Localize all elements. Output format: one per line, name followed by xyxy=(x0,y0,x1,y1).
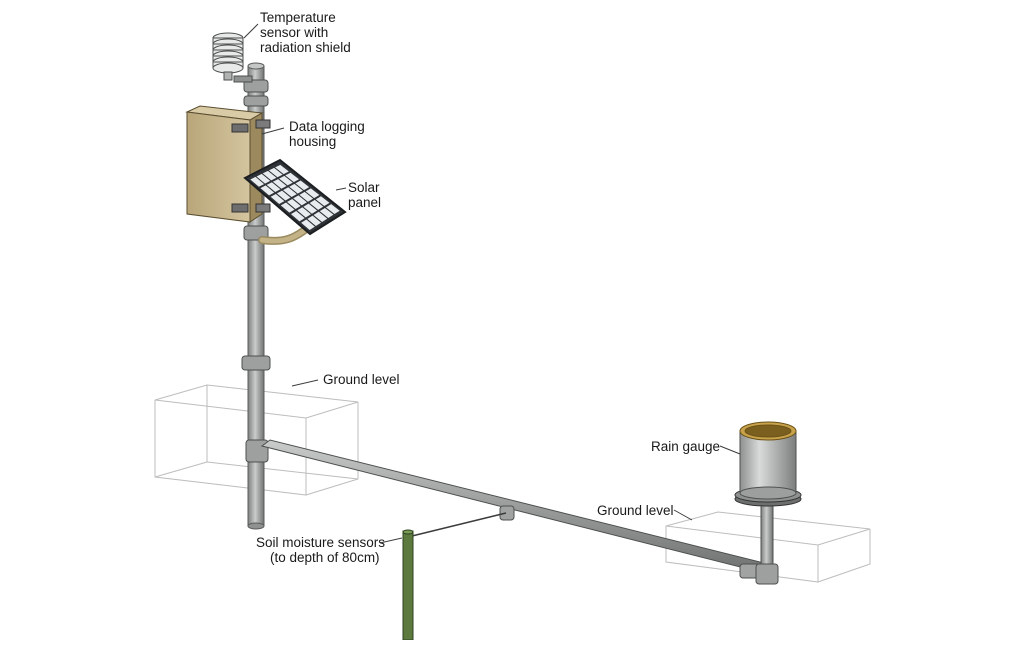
solar-cell xyxy=(279,175,293,186)
temperature-sensor-label-line-3: radiation shield xyxy=(260,40,351,55)
data-logging-housing xyxy=(185,105,271,223)
solar-cell xyxy=(285,172,300,183)
solar-cell xyxy=(283,187,297,198)
solar-cell xyxy=(313,211,328,223)
solar-cell xyxy=(290,210,305,222)
solar-cell xyxy=(325,204,340,215)
solar-panel-label: Solar panel xyxy=(348,180,381,210)
soil-moisture-sensors-label-line-2: (to depth of 80cm) xyxy=(270,550,380,565)
solar-cell xyxy=(272,179,287,189)
solar-cell xyxy=(299,191,314,202)
solar-panel-label-line-1: Solar xyxy=(348,180,380,195)
solar-cell xyxy=(319,207,334,219)
solar-cell xyxy=(276,190,291,201)
solar-cell xyxy=(275,164,289,175)
rain-gauge xyxy=(734,421,802,585)
solar-cell xyxy=(297,207,311,218)
temperature-sensor-label-line-1: Temperature xyxy=(260,10,336,25)
data-logging-housing-label-line-1: Data logging xyxy=(289,119,365,134)
solar-panel xyxy=(243,158,347,245)
solar-cell xyxy=(268,167,283,178)
solar-cell-grid xyxy=(250,164,340,230)
solar-cell xyxy=(293,195,307,206)
data-logging-housing-label-line-2: housing xyxy=(289,134,337,149)
solar-cell xyxy=(262,170,277,181)
solar-cell xyxy=(250,176,265,187)
solar-cell xyxy=(266,182,281,193)
soil-moisture-sensors-label-line-1: Soil moisture sensors xyxy=(256,535,386,550)
solar-cell xyxy=(280,202,295,213)
ground-level-left-label: Ground level xyxy=(323,372,400,387)
solar-cell xyxy=(256,173,271,184)
leader-lines xyxy=(243,23,741,544)
solar-cell xyxy=(305,188,320,199)
ground-level-right-label: Ground level xyxy=(597,503,674,518)
solar-cell xyxy=(307,215,322,227)
solar-cell xyxy=(301,219,315,230)
soil-moisture-rod xyxy=(402,512,507,641)
temperature-sensor-label: Temperature sensor with radiation shield xyxy=(260,10,351,55)
solar-cell xyxy=(315,196,330,207)
solar-cell xyxy=(295,180,310,191)
solar-cell xyxy=(309,199,324,210)
temperature-sensor xyxy=(212,32,253,83)
solar-cell xyxy=(303,203,318,214)
rain-gauge-label: Rain gauge xyxy=(651,439,721,454)
soil-moisture-sensors-label: Soil moisture sensors (to depth of 80cm) xyxy=(256,535,385,565)
solar-panel-label-line-2: panel xyxy=(348,195,382,210)
temperature-sensor-label-line-2: sensor with xyxy=(260,25,329,40)
solar-cell xyxy=(260,185,275,196)
solar-cell xyxy=(287,198,301,210)
solar-cell xyxy=(270,193,285,205)
solar-cell xyxy=(289,183,303,194)
data-logging-housing-label: Data logging housing xyxy=(289,119,365,149)
